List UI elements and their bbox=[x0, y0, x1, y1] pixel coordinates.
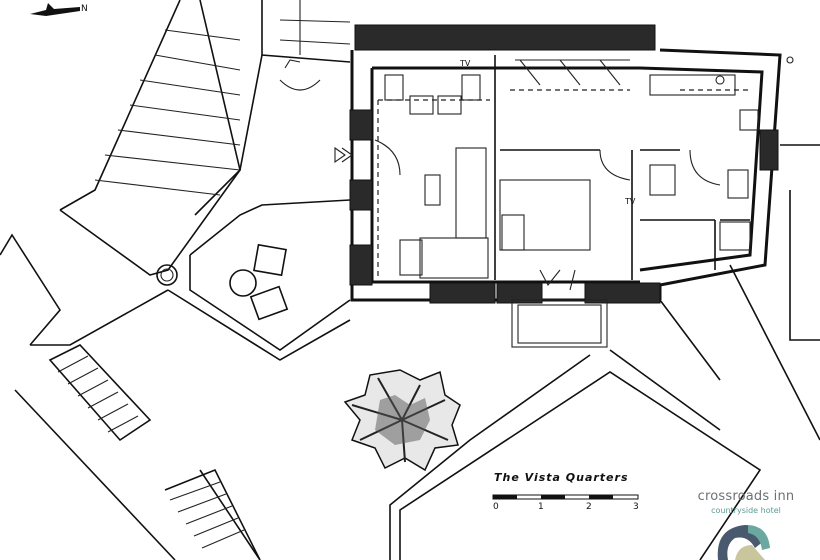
plan-title: The Vista Quarters bbox=[494, 471, 629, 484]
tv-label: TV bbox=[624, 197, 636, 206]
scale-tick: 1 bbox=[538, 502, 544, 512]
north-label: N bbox=[81, 4, 88, 14]
tv-label: TV bbox=[459, 59, 471, 68]
brand-tagline: countryside hotel bbox=[711, 506, 781, 515]
brand-logo-icon bbox=[717, 525, 770, 560]
scale-tick: 2 bbox=[586, 502, 592, 512]
scale-bar: 0 1 2 3 bbox=[492, 494, 639, 512]
north-arrow-icon: N bbox=[30, 3, 88, 16]
scale-tick: 3 bbox=[633, 502, 639, 512]
brand-name: crossroads inn bbox=[697, 489, 795, 504]
north-stone-wall bbox=[354, 24, 656, 51]
parcel-lines bbox=[389, 354, 762, 560]
parcel-line bbox=[609, 349, 721, 431]
furniture bbox=[334, 59, 759, 348]
brand-block: crossroads inn countryside hotel bbox=[676, 489, 816, 515]
tree-drawing bbox=[343, 369, 461, 472]
terrace-lines bbox=[0, 0, 351, 560]
scale-tick: 0 bbox=[493, 502, 499, 512]
building-walls bbox=[349, 24, 820, 441]
